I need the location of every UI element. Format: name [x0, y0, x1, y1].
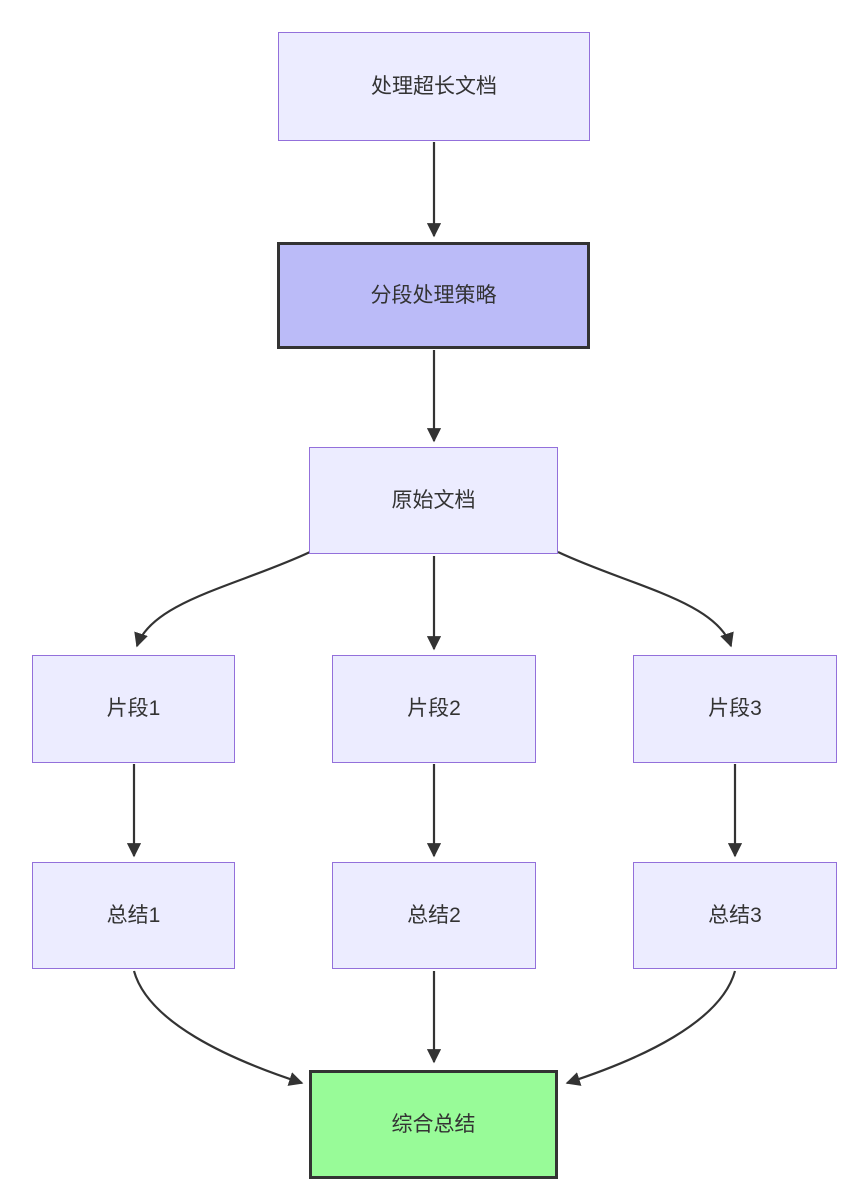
node-fragment-3: 片段3	[633, 655, 837, 763]
node-summary-1: 总结1	[32, 862, 235, 969]
node-summary-3-label: 总结3	[708, 903, 762, 927]
node-final-summary-label: 综合总结	[391, 1112, 476, 1136]
node-segment-strategy: 分段处理策略	[277, 242, 590, 349]
edge-summary-3-to-final-summary	[565, 970, 737, 1086]
node-process-long-doc-label: 处理超长文档	[371, 74, 497, 98]
node-process-long-doc: 处理超长文档	[278, 32, 590, 141]
node-summary-2-label: 总结2	[407, 903, 461, 927]
node-fragment-1: 片段1	[32, 655, 235, 763]
node-fragment-1-label: 片段1	[106, 697, 161, 721]
node-fragment-3-label: 片段3	[708, 697, 762, 721]
edge-summary-1-to-final-summary	[132, 970, 304, 1086]
node-fragment-2-label: 片段2	[407, 697, 461, 721]
node-original-doc-label: 原始文档	[391, 488, 476, 512]
node-fragment-2: 片段2	[332, 655, 536, 763]
node-segment-strategy-label: 分段处理策略	[370, 283, 497, 307]
edge-original-doc-to-fragment-1	[134, 551, 311, 648]
node-final-summary: 综合总结	[309, 1070, 558, 1179]
node-original-doc: 原始文档	[309, 447, 558, 554]
node-summary-2: 总结2	[332, 862, 536, 969]
node-summary-1-label: 总结1	[106, 903, 161, 927]
edge-original-doc-to-fragment-3	[557, 551, 734, 648]
node-summary-3: 总结3	[633, 862, 837, 969]
